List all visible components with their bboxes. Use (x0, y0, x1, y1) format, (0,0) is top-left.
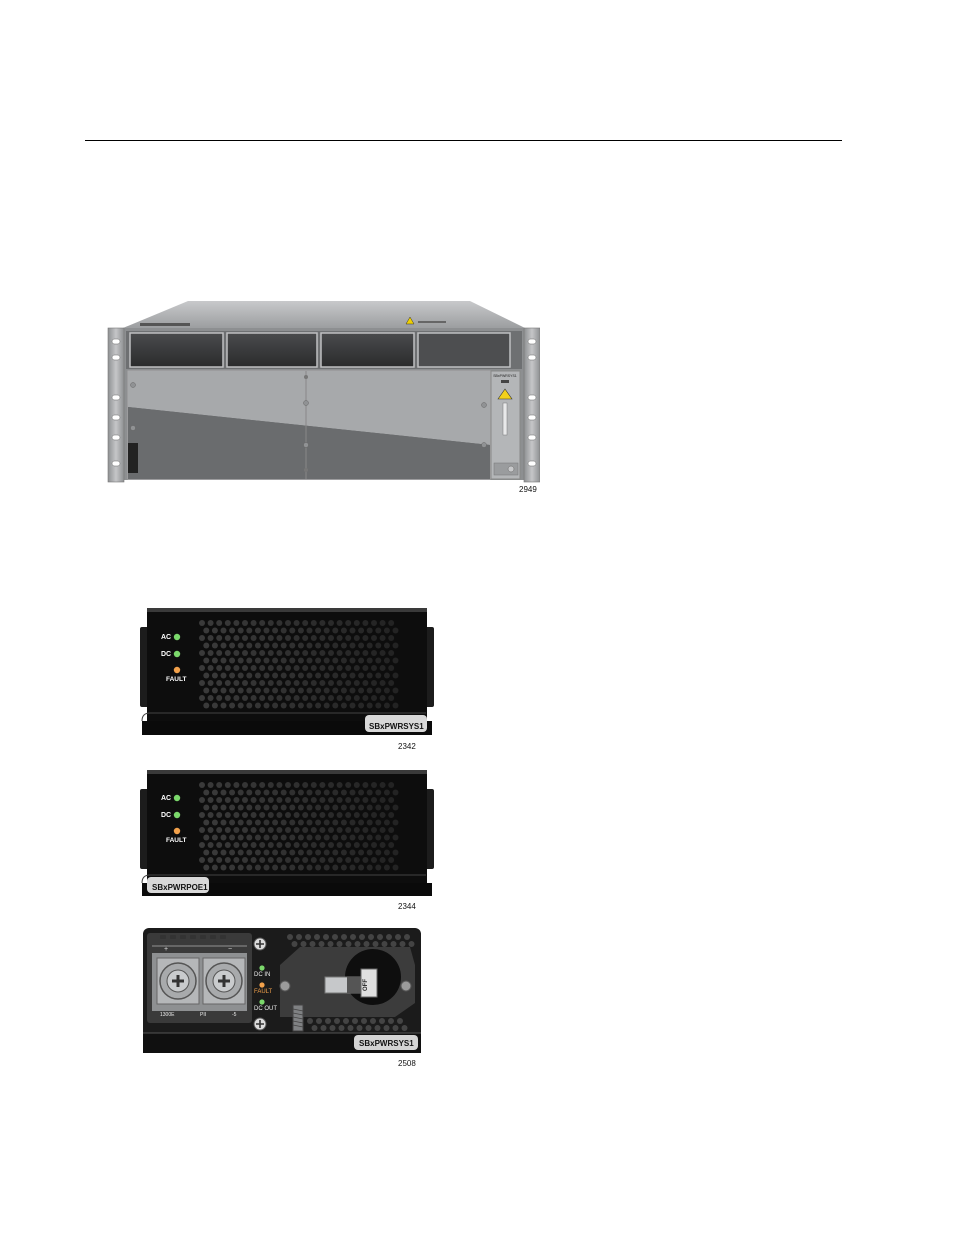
fault-led-label: FAULT (166, 676, 187, 683)
ac-led-label: AC (161, 634, 172, 641)
terminal-plus (156, 957, 200, 1005)
rack-ear-right (523, 327, 541, 483)
figure-number: 2344 (398, 902, 416, 911)
terminal-minus-label: − (228, 946, 233, 953)
power-switch[interactable] (360, 968, 378, 998)
dc-led (173, 811, 181, 819)
vent-grille (199, 782, 399, 871)
terminal-plus-label: + (164, 946, 169, 953)
vent-grille (199, 620, 399, 709)
terminal-minus (202, 957, 246, 1005)
model-label: SBxPWRPOE1 (152, 883, 208, 892)
psu-dc-system-figure: + − 1300E PII -5 DC IN FAULT DC OUT OFF … (140, 925, 440, 1075)
terminal-rating-label: 1300E (160, 1012, 175, 1018)
dc-in-led (259, 965, 265, 971)
psu-slot-3 (320, 332, 415, 368)
fault-led (173, 666, 181, 674)
model-label: SBxPWRSYS1 (369, 722, 424, 731)
chassis-illustration: SBxPWRSYS1 (107, 301, 541, 483)
psu-ac-system-illustration (140, 608, 434, 735)
dc-out-led-label: DC OUT (254, 1006, 277, 1012)
controller-panel-label: SBxPWRSYS1 (493, 374, 517, 378)
rack-ear-left (107, 327, 125, 483)
dc-led-label: DC (161, 812, 172, 819)
psu-slot-2 (226, 332, 318, 368)
terminal-neg-label: -5 (232, 1012, 237, 1018)
dc-led-label: DC (161, 651, 172, 658)
switch-label: OFF (363, 979, 369, 991)
psu-ac-system-figure: AC DC FAULT SBxPWRSYS1 2342 (140, 605, 440, 755)
psu-dc-system-illustration (143, 928, 421, 1053)
figure-number: 2508 (398, 1059, 416, 1068)
terminal-pii-label: PII (200, 1012, 207, 1018)
psu-ac-poe-illustration (140, 770, 434, 896)
vent-grille-top (287, 934, 415, 947)
psu-slot-1 (129, 332, 224, 368)
header-rule (85, 140, 842, 141)
fault-led-label: FAULT (166, 837, 187, 844)
vent-top (160, 935, 226, 939)
dc-in-led-label: DC IN (254, 972, 271, 978)
model-label: SBxPWRSYS1 (359, 1039, 414, 1048)
figure-number: 2949 (519, 485, 537, 494)
fault-led (259, 982, 265, 988)
psu-slot-4 (417, 332, 511, 368)
ac-led-label: AC (161, 795, 172, 802)
controller-panel (490, 370, 521, 480)
ac-led (173, 794, 181, 802)
chassis-figure: SBxPWRSYS1 2949 (100, 295, 541, 500)
vent-grille-bottom (307, 1018, 408, 1031)
dc-led (173, 650, 181, 658)
fault-led (173, 827, 181, 835)
ac-led (173, 633, 181, 641)
figure-number: 2342 (398, 742, 416, 751)
dc-out-led (259, 999, 265, 1005)
fault-led-label: FAULT (254, 989, 273, 995)
psu-ac-poe-figure: AC DC FAULT SBxPWRPOE1 2344 (140, 767, 440, 917)
blank-panel (128, 371, 490, 445)
